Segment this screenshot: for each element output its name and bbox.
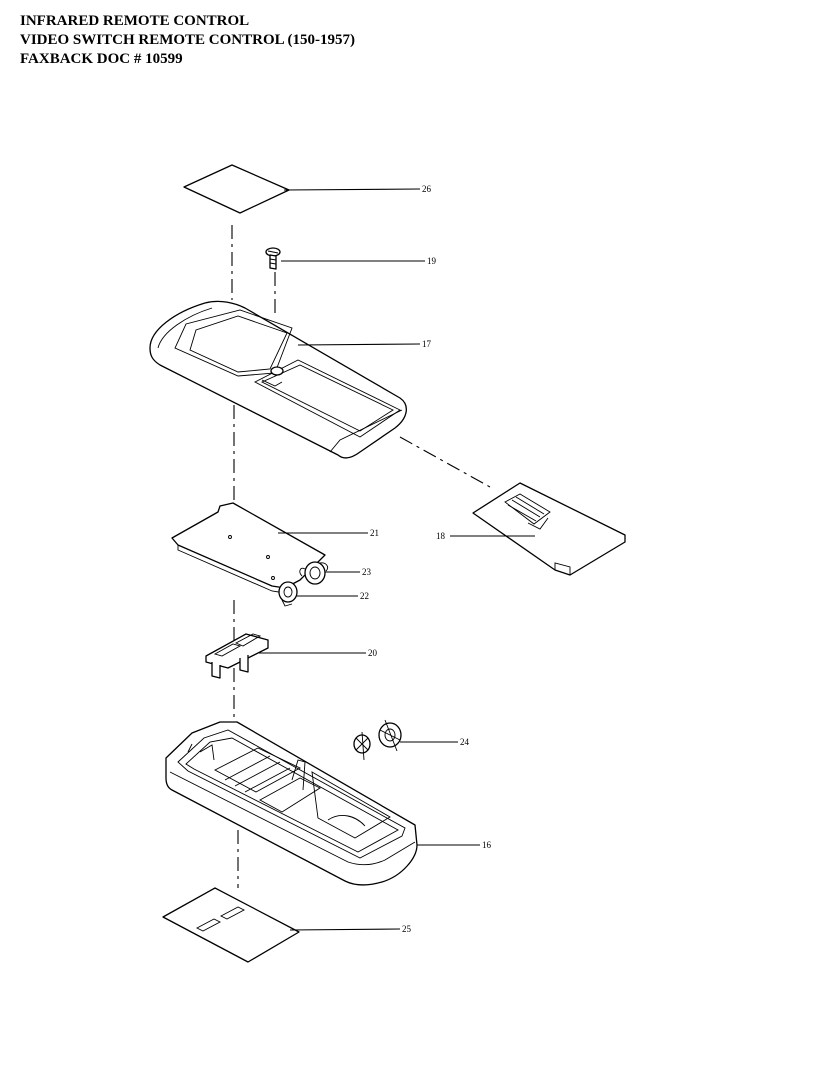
callout-24: 24 (460, 737, 470, 747)
callout-21: 21 (370, 528, 379, 538)
header-doc-number: FAXBACK DOC # 10599 (20, 51, 183, 67)
document-header: INFRARED REMOTE CONTROL VIDEO SWITCH REM… (20, 12, 355, 69)
callout-20: 20 (368, 648, 378, 658)
callout-18: 18 (436, 531, 446, 541)
top-case-part (149, 300, 407, 459)
screw-part (265, 247, 281, 270)
callout-16: 16 (482, 840, 492, 850)
callout-26: 26 (422, 184, 432, 194)
led-lens-part (278, 581, 298, 607)
bottom-case-part (165, 721, 418, 886)
callout-19: 19 (427, 256, 437, 266)
callout-23: 23 (362, 567, 372, 577)
battery-spring-part (353, 719, 402, 761)
label-panel-top-part (183, 164, 290, 214)
header-title: INFRARED REMOTE CONTROL (20, 13, 250, 29)
label-panel-bottom-part (162, 887, 300, 963)
pc-board-part (171, 502, 326, 594)
header-subtitle: VIDEO SWITCH REMOTE CONTROL (150-1957) (20, 32, 356, 48)
led-assembly-part (299, 561, 329, 585)
leader-lines (259, 188, 535, 931)
callout-25: 25 (402, 924, 412, 934)
callout-17: 17 (422, 339, 432, 349)
assembly-axes (231, 225, 491, 888)
switch-bracket-part (205, 633, 269, 679)
callout-labels: 26 19 17 21 18 23 22 20 24 16 25 (360, 184, 492, 934)
battery-cover-part (472, 482, 626, 576)
callout-22: 22 (360, 591, 369, 601)
